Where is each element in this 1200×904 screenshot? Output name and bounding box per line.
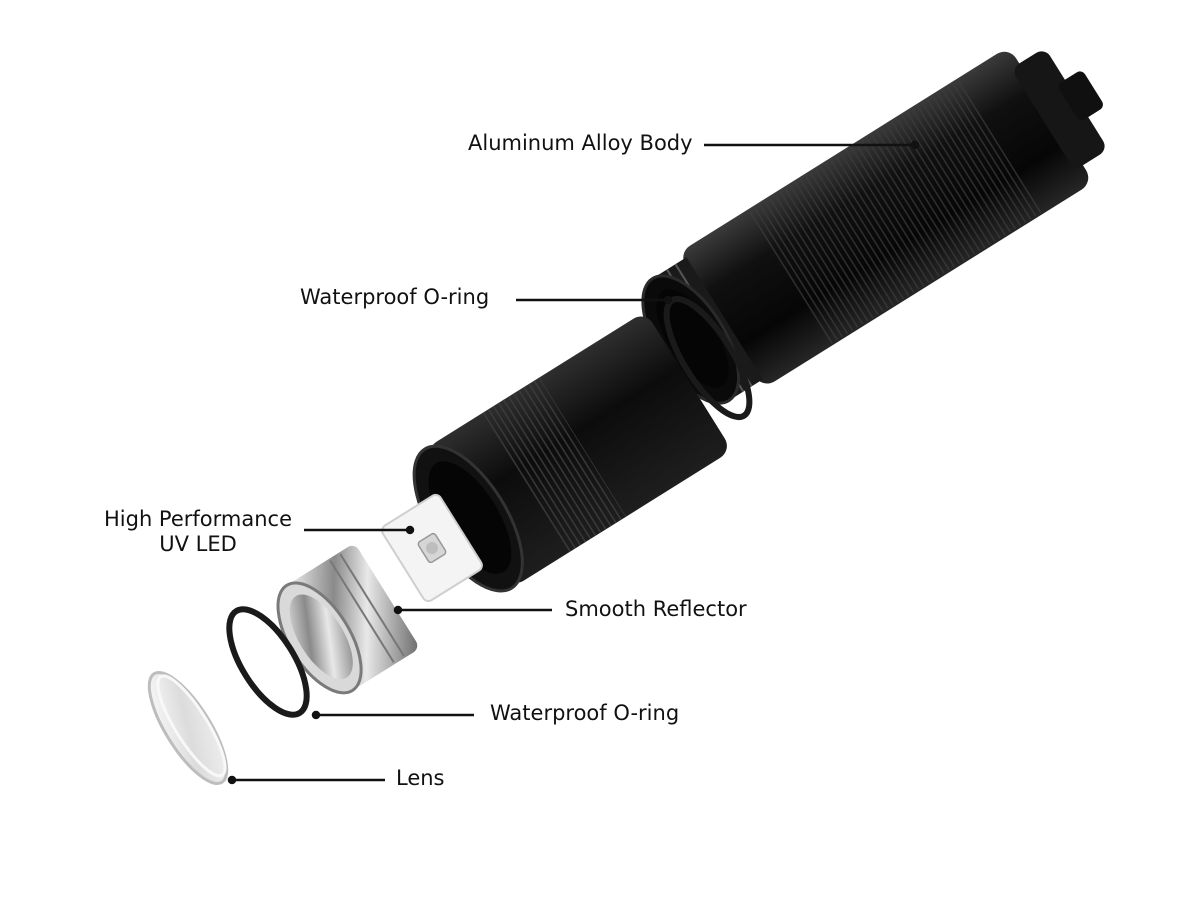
label-waterproof-oring-top: Waterproof O-ring: [300, 285, 490, 309]
leader-oring-bottom-dot: [311, 710, 321, 720]
label-uv-led-line1: High Performance: [103, 507, 292, 531]
label-lens: Lens: [396, 766, 445, 790]
label-waterproof-oring-bottom: Waterproof O-ring: [490, 701, 680, 725]
leader-reflector-dot: [393, 605, 403, 615]
head-bezel: [412, 316, 727, 593]
smooth-reflector: [276, 545, 418, 695]
lens: [147, 670, 229, 786]
uv-led-board: [381, 493, 483, 603]
bottom-oring: [226, 606, 310, 718]
leader-body-dot: [910, 140, 920, 150]
leader-oring-top-dot: [663, 295, 673, 305]
label-aluminum-alloy-body: Aluminum Alloy Body: [468, 131, 693, 155]
label-smooth-reflector: Smooth Reflector: [565, 597, 747, 621]
label-uv-led: High Performance UV LED: [98, 507, 298, 557]
aluminum-alloy-body: [641, 51, 1105, 405]
leader-led-dot: [405, 525, 415, 535]
leader-lens-dot: [227, 775, 237, 785]
label-uv-led-line2: UV LED: [159, 532, 237, 556]
